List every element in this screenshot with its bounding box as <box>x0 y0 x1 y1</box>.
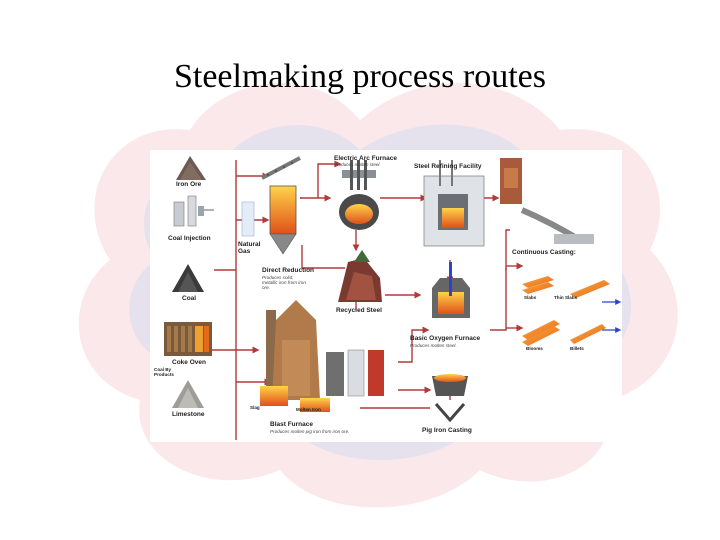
desc-blast-furnace: Produces molten pig iron from iron ore. <box>270 429 350 434</box>
label-slag: Slag <box>250 405 260 410</box>
desc-eaf: Produces molten steel. <box>334 162 381 167</box>
desc-bof: Produces molten steel. <box>410 343 457 348</box>
label-eaf: Electric Arc Furnace <box>334 155 397 162</box>
direct-reduction-shaft-icon <box>241 156 301 255</box>
label-thin-slabs: Thin Slabs <box>554 295 578 300</box>
label-blast-furnace: Blast Furnace <box>270 421 313 428</box>
label-limestone: Limestone <box>172 411 205 418</box>
limestone-pile-icon <box>172 380 204 408</box>
basic-oxygen-furnace-icon <box>432 262 470 318</box>
blast-furnace-icon <box>260 300 384 412</box>
diagram-graphics <box>164 156 622 440</box>
ladle-icon <box>432 374 468 423</box>
label-billets: Billets <box>570 346 584 351</box>
slide-title: Steelmaking process routes <box>173 58 547 95</box>
label-slabs: Slabs <box>524 295 537 300</box>
electric-arc-furnace-icon <box>339 160 379 230</box>
product-bars <box>522 276 610 346</box>
label-refining: Steel Refining Facility <box>414 163 482 170</box>
label-recycled-steel: Recycled Steel <box>336 307 382 314</box>
scrap-pile-icon <box>338 250 382 302</box>
label-coal: Coal <box>182 295 197 302</box>
label-blooms: Blooms <box>526 346 543 351</box>
coke-oven-icon <box>164 322 212 356</box>
coal-pile-icon <box>172 264 204 292</box>
desc-direct-reduction: Produces solid, metallic iron from iron … <box>262 275 306 290</box>
label-iron-ore: Iron Ore <box>176 181 202 188</box>
coal-injection-icon <box>173 195 214 227</box>
label-continuous-casting: Continuous Casting: <box>512 249 576 256</box>
label-bof: Basic Oxygen Furnace <box>410 335 481 342</box>
label-coal-injection: Coal Injection <box>168 235 211 242</box>
steelmaking-diagram: Iron Ore Coal Injection Natural Gas Coal… <box>150 150 622 442</box>
label-coal-by-products: Coal By Products <box>154 367 174 377</box>
label-molten-iron: Molten Iron <box>296 407 321 412</box>
label-pig-iron-casting: Pig Iron Casting <box>422 427 472 434</box>
label-coke-oven: Coke Oven <box>172 359 206 366</box>
label-natural-gas: Natural Gas <box>238 241 261 255</box>
iron-ore-pile-icon <box>176 156 206 180</box>
caster-icon <box>500 158 594 244</box>
refining-vessel-icon <box>423 160 485 247</box>
label-direct-reduction: Direct Reduction <box>262 267 315 274</box>
